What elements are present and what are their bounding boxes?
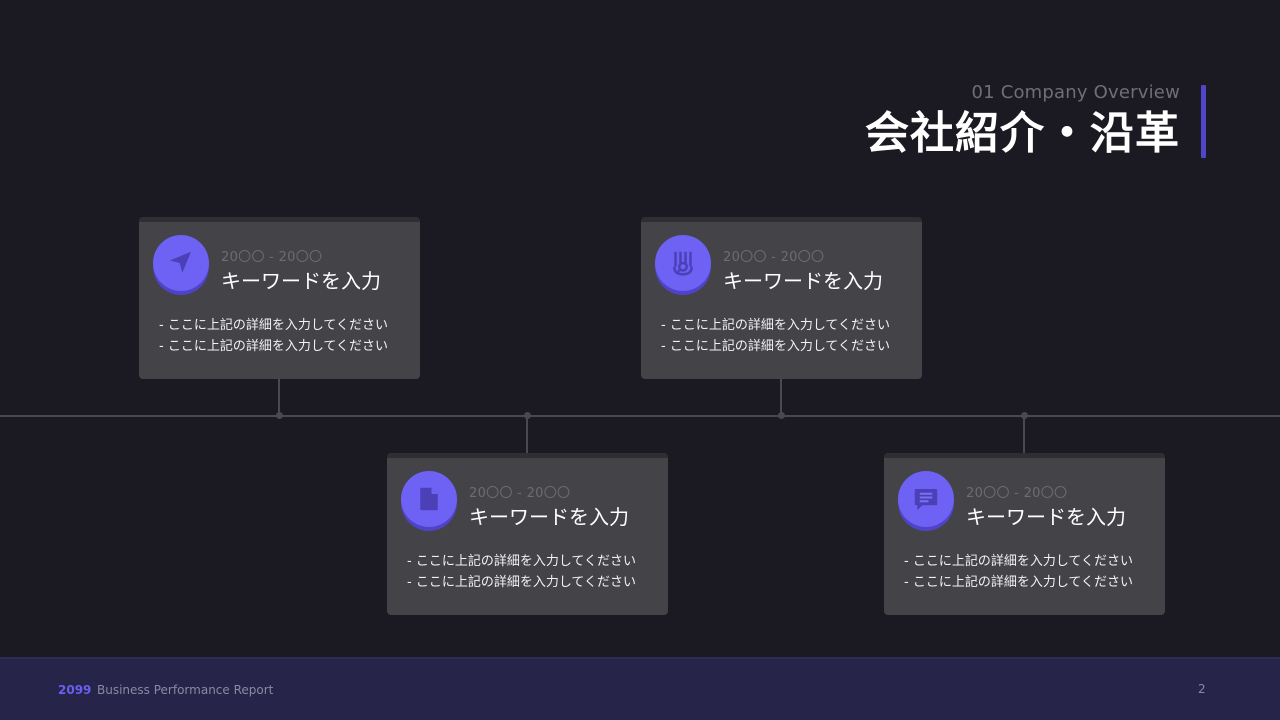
- slide-footer: 2099 Business Performance Report 2: [0, 657, 1280, 720]
- page-number: 2: [1198, 682, 1206, 696]
- timeline-dot: [1021, 412, 1028, 419]
- detail-item: - ここに上記の詳細を入力してください: [904, 575, 1134, 590]
- footer-report-name: Business Performance Report: [97, 683, 274, 697]
- detail-item: - ここに上記の詳細を入力してください: [407, 554, 637, 569]
- detail-item: - ここに上記の詳細を入力してください: [904, 554, 1134, 569]
- detail-item: - ここに上記の詳細を入力してください: [407, 575, 637, 590]
- detail-list: - ここに上記の詳細を入力してください - ここに上記の詳細を入力してください: [661, 315, 890, 357]
- timeline-line: [0, 415, 1280, 417]
- detail-item: - ここに上記の詳細を入力してください: [661, 318, 891, 333]
- page-title: 会社紹介・沿革: [865, 108, 1180, 159]
- title-accent-bar: [1201, 85, 1206, 158]
- timeline-card: 20〇〇 - 20〇〇 キーワードを入力 - ここに上記の詳細を入力してください…: [641, 217, 922, 379]
- detail-item: - ここに上記の詳細を入力してください: [661, 339, 891, 354]
- detail-item: - ここに上記の詳細を入力してください: [159, 318, 389, 333]
- period-label: 20〇〇 - 20〇〇: [723, 250, 825, 265]
- timeline-connector: [1023, 416, 1025, 454]
- keyword-heading: キーワードを入力: [221, 269, 381, 293]
- timeline-dot: [778, 412, 785, 419]
- detail-list: - ここに上記の詳細を入力してください - ここに上記の詳細を入力してください: [159, 315, 388, 357]
- document-icon: [401, 471, 457, 527]
- timeline-connector: [526, 416, 528, 454]
- section-subtitle: 01 Company Overview: [971, 82, 1180, 103]
- keyword-heading: キーワードを入力: [723, 269, 883, 293]
- chat-message-icon: [898, 471, 954, 527]
- period-label: 20〇〇 - 20〇〇: [221, 250, 323, 265]
- footer-year: 2099: [58, 683, 92, 697]
- timeline-connector: [278, 379, 280, 416]
- timeline-dot: [524, 412, 531, 419]
- keyword-heading: キーワードを入力: [469, 505, 629, 529]
- period-label: 20〇〇 - 20〇〇: [966, 486, 1068, 501]
- detail-list: - ここに上記の詳細を入力してください - ここに上記の詳細を入力してください: [407, 551, 636, 593]
- timeline-connector: [780, 379, 782, 416]
- detail-list: - ここに上記の詳細を入力してください - ここに上記の詳細を入力してください: [904, 551, 1133, 593]
- timeline-dot: [276, 412, 283, 419]
- timeline-card: 20〇〇 - 20〇〇 キーワードを入力 - ここに上記の詳細を入力してください…: [387, 453, 668, 615]
- slide-header: 01 Company Overview 会社紹介・沿革: [865, 82, 1180, 162]
- detail-item: - ここに上記の詳細を入力してください: [159, 339, 389, 354]
- period-label: 20〇〇 - 20〇〇: [469, 486, 571, 501]
- timeline-card: 20〇〇 - 20〇〇 キーワードを入力 - ここに上記の詳細を入力してください…: [884, 453, 1165, 615]
- paper-plane-icon: [153, 235, 209, 291]
- hand-search-icon: [655, 235, 711, 291]
- timeline-card: 20〇〇 - 20〇〇 キーワードを入力 - ここに上記の詳細を入力してください…: [139, 217, 420, 379]
- keyword-heading: キーワードを入力: [966, 505, 1126, 529]
